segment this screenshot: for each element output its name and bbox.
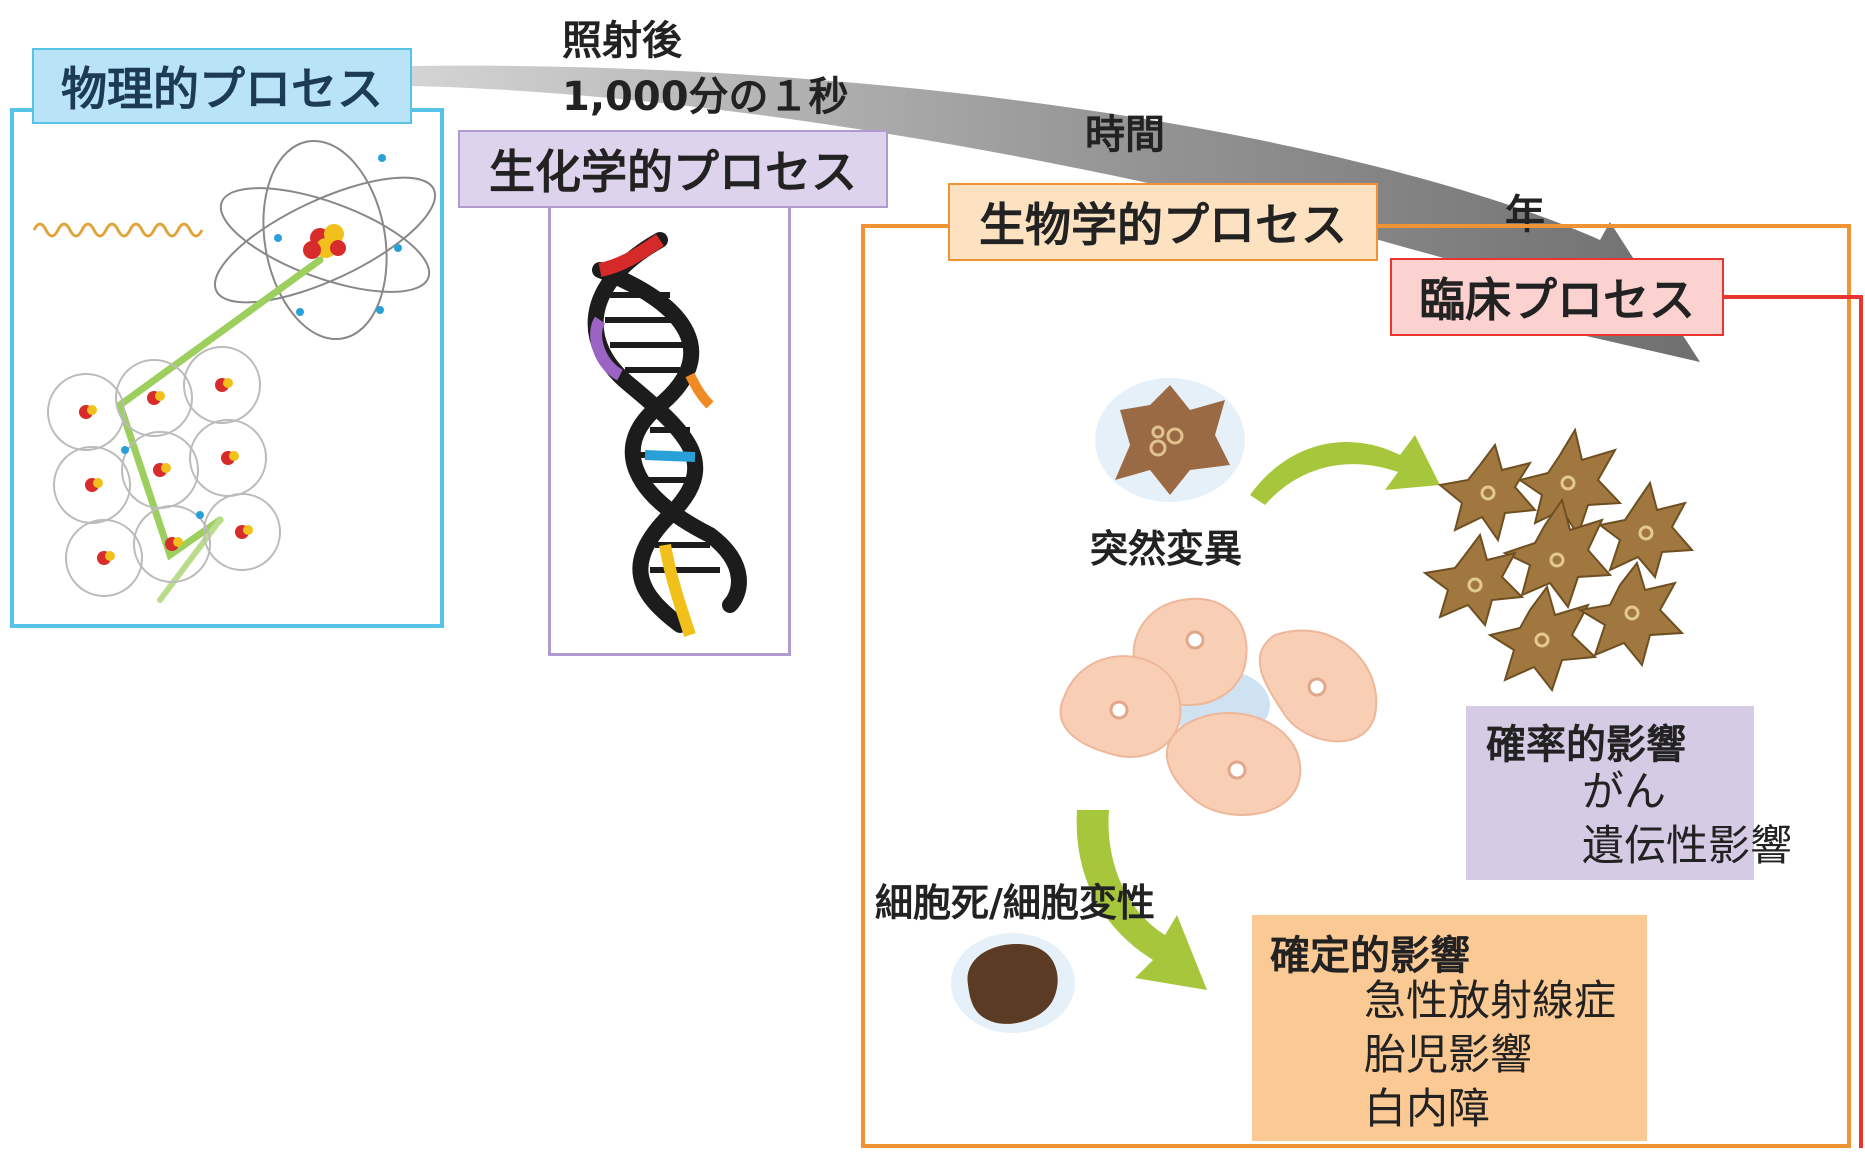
label-after-irradiation: 照射後 bbox=[562, 18, 682, 64]
biological-process-label: 生物学的プロセス bbox=[948, 183, 1378, 261]
stochastic-effects-title: 確率的影響 bbox=[1486, 722, 1686, 768]
cell-death-label: 細胞死/細胞変性 bbox=[875, 881, 1155, 925]
biochemical-process-label: 生化学的プロセス bbox=[458, 130, 888, 208]
mutation-label: 突然変異 bbox=[1090, 527, 1243, 571]
stochastic-effect-item: がん bbox=[1582, 767, 1667, 816]
clinical-process-frame bbox=[1720, 295, 1863, 1148]
dead-cell-icon bbox=[951, 933, 1075, 1033]
clinical-process-label: 臨床プロセス bbox=[1390, 258, 1724, 336]
label-time: 時間 bbox=[1085, 112, 1165, 158]
deterministic-effects-title: 確定的影響 bbox=[1270, 933, 1470, 979]
deterministic-effects-box: 確定的影響 急性放射線症 胎児影響 白内障 bbox=[1252, 915, 1647, 1141]
label-year: 年 bbox=[1505, 192, 1545, 238]
mutated-cell-icon bbox=[1095, 378, 1245, 502]
label-millisecond: 1,000分の１秒 bbox=[562, 74, 849, 120]
atom-ionization-illustration bbox=[32, 139, 437, 603]
arrow-to-deterministic-icon bbox=[1076, 810, 1207, 990]
deterministic-effect-item: 白内障 bbox=[1364, 1084, 1491, 1133]
physical-process-label: 物理的プロセス bbox=[32, 48, 412, 124]
stochastic-effect-item: 遺伝性影響 bbox=[1582, 821, 1793, 870]
cancer-cells-icon bbox=[1422, 427, 1695, 693]
dna-helix-illustration bbox=[587, 232, 747, 637]
deterministic-effect-item: 胎児影響 bbox=[1364, 1030, 1533, 1079]
stochastic-effects-box: 確率的影響 がん 遺伝性影響 bbox=[1466, 706, 1792, 880]
deterministic-effect-item: 急性放射線症 bbox=[1364, 976, 1617, 1025]
normal-cells-icon bbox=[1059, 597, 1378, 816]
arrow-to-cancer-icon bbox=[1250, 435, 1440, 505]
